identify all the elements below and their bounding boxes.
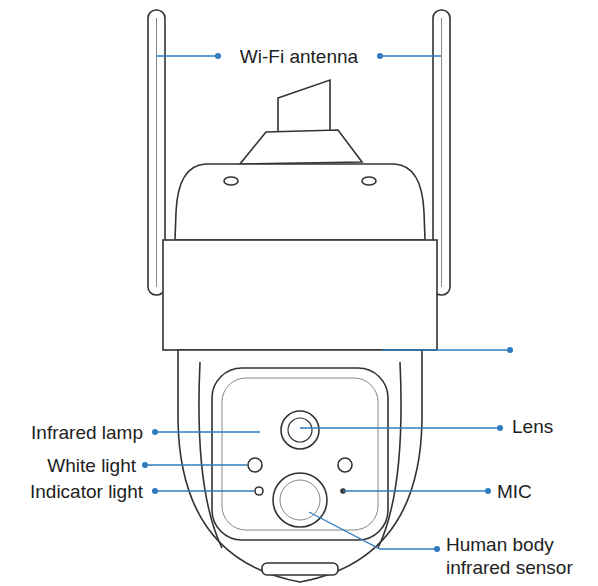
part-label: White light [47, 454, 136, 477]
leader-dot [152, 429, 158, 435]
leader-line [157, 55, 215, 56]
leader-dot [507, 347, 513, 353]
leader-line [148, 464, 247, 465]
part-label: Infrared lamp [31, 421, 143, 444]
leader-lines [148, 56, 507, 549]
white-light [338, 458, 352, 472]
part-label: Human body infrared sensor [446, 533, 594, 579]
mount-neck [278, 80, 330, 132]
leader-dot [215, 53, 221, 59]
leader-line [382, 349, 507, 350]
leader-dot [434, 546, 440, 552]
mount-cap [240, 130, 362, 164]
leader-dot [485, 488, 491, 494]
leader-dot [142, 462, 148, 468]
leader-line [158, 490, 254, 491]
face-panel [212, 368, 388, 540]
bottom-slot [262, 563, 338, 575]
white-light [248, 458, 262, 472]
camera-head [178, 350, 422, 582]
leader-dot [152, 488, 158, 494]
leader-line [383, 55, 441, 56]
leader-dot [497, 425, 503, 431]
lens-glass [288, 418, 312, 442]
antenna-edge [156, 18, 157, 287]
leader-dots [142, 53, 513, 552]
lens [281, 411, 319, 449]
part-label: Lens [512, 415, 553, 438]
pir-sensor [273, 473, 327, 527]
leader-line [300, 427, 497, 428]
screw-hole [362, 177, 376, 185]
leader-line [309, 512, 434, 549]
leader-line [343, 490, 485, 491]
face-inner [222, 378, 378, 530]
antenna-edge [441, 18, 442, 287]
part-label: Wi-Fi antenna [240, 45, 358, 68]
part-label: Indicator light [30, 480, 143, 503]
part-label: MIC [497, 480, 532, 503]
screw-hole [224, 177, 238, 185]
leader-line [158, 431, 260, 432]
indicator-light [255, 487, 263, 495]
leader-dot [377, 53, 383, 59]
camera-body [148, 10, 450, 582]
upper-housing [175, 164, 425, 240]
middle-band [163, 240, 437, 350]
